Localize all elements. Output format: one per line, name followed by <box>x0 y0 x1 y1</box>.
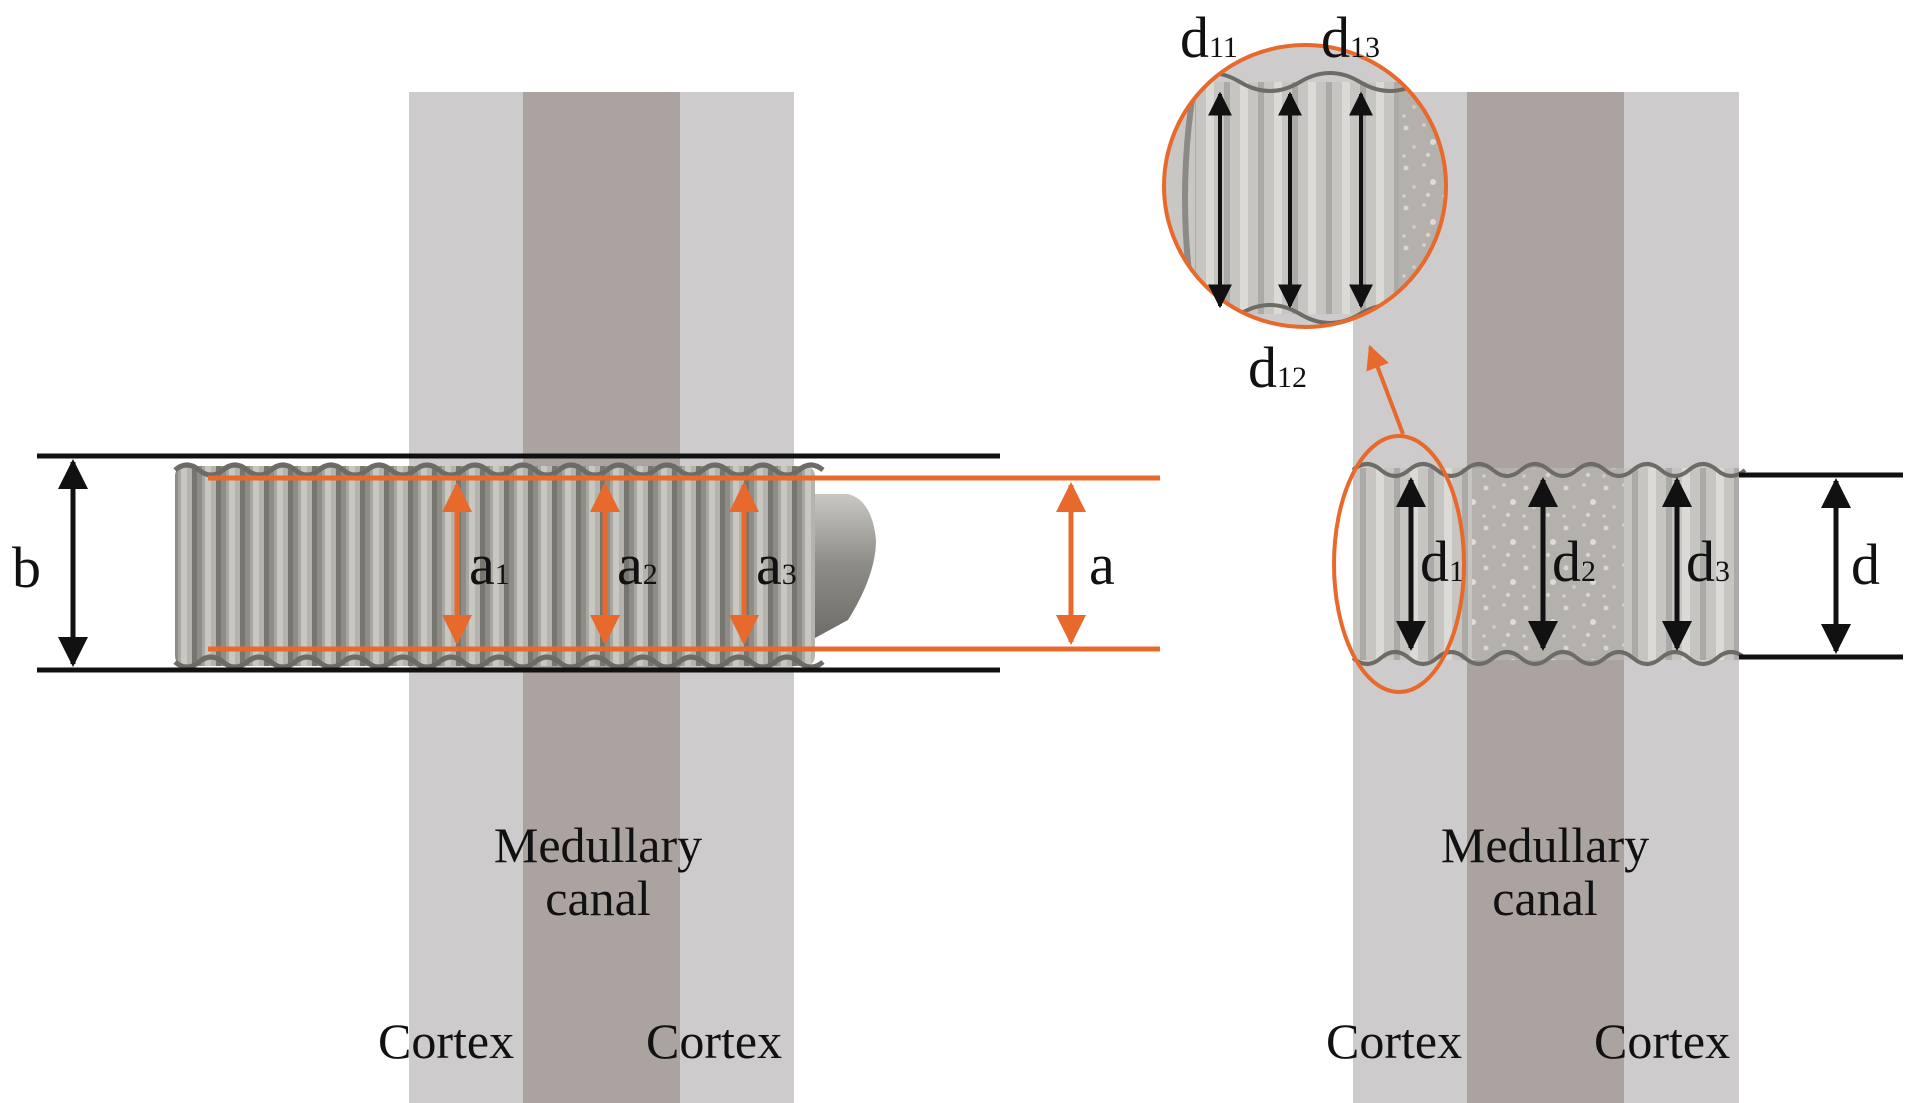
left-cortex-label-2: Cortex <box>646 1013 782 1069</box>
d2-label: d2 <box>1552 529 1596 594</box>
d11-base: d <box>1180 5 1209 70</box>
d12-label: d12 <box>1248 335 1307 400</box>
d13-sub: 13 <box>1350 31 1380 64</box>
a3-label: a3 <box>756 532 797 597</box>
d11-sub: 11 <box>1209 31 1238 64</box>
right-canal-label-line2: canal <box>1492 870 1597 926</box>
d1-label: d1 <box>1420 529 1464 594</box>
left-canal-label-line2: canal <box>545 870 650 926</box>
zoom-inset-border <box>1162 43 1448 329</box>
zoom-source-ellipse <box>1332 434 1466 694</box>
hole-thread-bottom <box>1351 650 1747 666</box>
a1-base: a <box>469 532 495 597</box>
d12-base: d <box>1248 335 1277 400</box>
outer-diameter-label: b <box>12 535 41 600</box>
right-cortex-label-1: Cortex <box>1326 1013 1462 1069</box>
screw-body <box>175 466 815 666</box>
d3-label: d3 <box>1686 529 1730 594</box>
a3-base: a <box>756 532 782 597</box>
screw-implant <box>173 462 876 670</box>
right-canal-label-line1: Medullary <box>1441 817 1649 873</box>
a1-label: a1 <box>469 532 510 597</box>
d11-label: d11 <box>1180 5 1238 70</box>
d1-base: d <box>1420 529 1449 594</box>
hole-thread-top <box>1351 462 1747 478</box>
zoom-pointer-arrow <box>1366 344 1405 435</box>
d3-base: d <box>1686 529 1715 594</box>
d1-sub: 1 <box>1449 555 1464 588</box>
zoom-hole-wall <box>1195 80 1399 318</box>
left-canal-label-line1: Medullary <box>494 817 702 873</box>
a3-sub: 3 <box>782 558 797 591</box>
a1-sub: 1 <box>495 558 510 591</box>
screw-thread-bottom <box>173 654 825 670</box>
hole-diameter-label: d <box>1851 532 1880 597</box>
a2-label: a2 <box>617 532 658 597</box>
d13-label: d13 <box>1321 5 1380 70</box>
a2-sub: 2 <box>643 558 658 591</box>
left-cortex-label-1: Cortex <box>378 1013 514 1069</box>
hole-wall-medullary <box>1472 468 1624 660</box>
d3-sub: 3 <box>1715 555 1730 588</box>
d13-base: d <box>1321 5 1350 70</box>
a2-base: a <box>617 532 643 597</box>
d12-sub: 12 <box>1277 361 1307 394</box>
d2-sub: 2 <box>1581 555 1596 588</box>
screw-thread-top <box>173 462 825 478</box>
screw-tip <box>815 494 876 638</box>
inner-diameter-label: a <box>1089 532 1115 597</box>
right-cortex-label-2: Cortex <box>1594 1013 1730 1069</box>
d2-base: d <box>1552 529 1581 594</box>
